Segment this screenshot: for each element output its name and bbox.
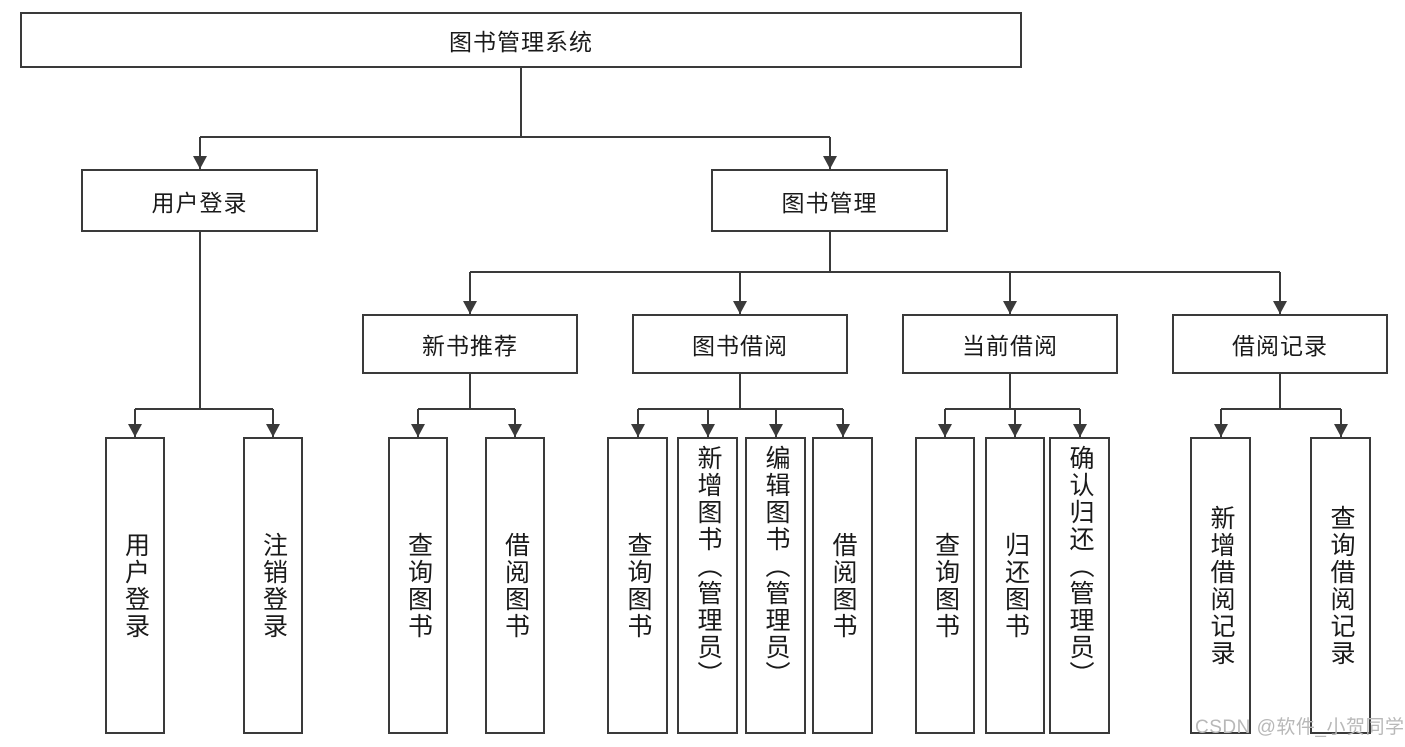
leaf-label: 用户登录	[121, 531, 150, 640]
leaf-label: 注销登录	[259, 531, 288, 640]
connector-group-2-to-leaf-0	[944, 409, 946, 437]
arrow-level2-to-level3-2	[1003, 301, 1017, 314]
leaf-label: 归还图书	[1001, 531, 1030, 640]
leaf-box[interactable]: 确认归还（管理员）	[1049, 437, 1110, 734]
connector-level2-to-level3-2	[1009, 272, 1011, 314]
connector-group-2-bus	[945, 408, 1080, 410]
arrow-group-2-to-leaf-0	[938, 424, 952, 437]
arrow-group-1-to-leaf-3	[835, 424, 850, 437]
leaf-box[interactable]: 查询图书	[607, 437, 668, 734]
leaf-label: 确认归还（管理员）	[1066, 445, 1094, 688]
root-label: 图书管理系统	[449, 29, 593, 55]
connector-group-1-to-leaf-0	[636, 409, 639, 437]
connector-group-2-to-leaf-2	[1078, 409, 1081, 437]
connector-group-3-bus	[1220, 408, 1341, 410]
arrow-group-3-to-leaf-1	[1333, 424, 1348, 437]
arrow-group-0-to-leaf-0	[411, 424, 425, 437]
level3-box[interactable]: 当前借阅	[902, 314, 1118, 374]
level2-box[interactable]: 用户登录	[81, 169, 318, 232]
arrow-level2-to-level3-3	[1273, 301, 1287, 314]
arrow-group-2-to-leaf-1	[1008, 424, 1022, 437]
connector-login-bus	[135, 408, 273, 410]
level2-box[interactable]: 图书管理	[711, 169, 948, 232]
connector-root-stem	[520, 68, 522, 137]
connector-root-to-level2-1	[828, 137, 831, 169]
connector-group-0-to-leaf-0	[417, 409, 419, 437]
leaf-box[interactable]: 编辑图书（管理员）	[745, 437, 806, 734]
leaf-label: 查询借阅记录	[1327, 504, 1355, 667]
leaf-box[interactable]: 查询借阅记录	[1310, 437, 1371, 734]
arrow-root-to-level2-1	[822, 156, 837, 169]
arrow-group-3-to-leaf-0	[1213, 424, 1228, 437]
level2-label: 图书管理	[781, 189, 878, 216]
connector-root-bus	[199, 136, 830, 138]
connector-group-3-to-leaf-0	[1219, 409, 1222, 437]
arrow-level2-to-level3-0	[463, 301, 477, 314]
connector-level2-bus	[470, 271, 1280, 273]
leaf-box[interactable]: 查询图书	[388, 437, 448, 734]
connector-group-3-stem	[1279, 374, 1281, 409]
arrow-group-1-to-leaf-2	[768, 424, 783, 437]
arrow-root-to-level2-0	[192, 156, 207, 169]
connector-level2-to-level3-3	[1279, 272, 1281, 314]
arrow-group-1-to-leaf-1	[700, 424, 715, 437]
connector-login-to-leaf-1	[272, 409, 274, 437]
leaf-label: 借阅图书	[501, 531, 530, 640]
connector-root-to-level2-0	[198, 137, 201, 169]
connector-group-2-stem	[1009, 374, 1011, 409]
leaf-label: 查询图书	[624, 531, 652, 640]
connector-group-0-to-leaf-1	[514, 409, 516, 437]
connector-group-0-stem	[469, 374, 471, 409]
connector-group-0-bus	[418, 408, 515, 410]
connector-group-1-stem	[739, 374, 741, 409]
leaf-label: 查询图书	[404, 531, 433, 640]
connector-group-1-to-leaf-3	[841, 409, 844, 437]
leaf-label: 新增图书（管理员）	[694, 445, 722, 688]
level3-label: 借阅记录	[1232, 333, 1328, 359]
connector-group-1-to-leaf-1	[706, 409, 709, 437]
connector-group-1-to-leaf-2	[774, 409, 777, 437]
level3-label: 图书借阅	[692, 333, 788, 359]
level3-box[interactable]: 新书推荐	[362, 314, 578, 374]
leaf-box[interactable]: 查询图书	[915, 437, 975, 734]
root-box[interactable]: 图书管理系统	[20, 12, 1022, 68]
arrow-group-1-to-leaf-0	[630, 424, 645, 437]
leaf-label: 查询图书	[931, 531, 960, 640]
leaf-box[interactable]: 归还图书	[985, 437, 1045, 734]
level3-box[interactable]: 借阅记录	[1172, 314, 1388, 374]
leaf-label: 借阅图书	[829, 531, 857, 640]
leaf-box[interactable]: 新增借阅记录	[1190, 437, 1251, 734]
level3-box[interactable]: 图书借阅	[632, 314, 848, 374]
connector-level2-to-level3-1	[739, 272, 741, 314]
connector-level2-to-level3-0	[469, 272, 471, 314]
arrow-group-2-to-leaf-2	[1072, 424, 1087, 437]
arrow-level2-to-level3-1	[733, 301, 747, 314]
arrow-login-to-leaf-1	[266, 424, 280, 437]
connector-level2-stem	[828, 232, 831, 272]
leaf-label: 编辑图书（管理员）	[762, 445, 790, 688]
arrow-login-to-leaf-0	[128, 424, 142, 437]
connector-group-3-to-leaf-1	[1339, 409, 1342, 437]
connector-group-2-to-leaf-1	[1014, 409, 1016, 437]
connector-login-stem	[198, 232, 201, 409]
leaf-label: 新增借阅记录	[1207, 504, 1235, 667]
leaf-box[interactable]: 注销登录	[243, 437, 303, 734]
leaf-box[interactable]: 借阅图书	[485, 437, 545, 734]
level3-label: 新书推荐	[422, 333, 518, 359]
leaf-box[interactable]: 新增图书（管理员）	[677, 437, 738, 734]
arrow-group-0-to-leaf-1	[508, 424, 522, 437]
leaf-box[interactable]: 用户登录	[105, 437, 165, 734]
connector-group-1-bus	[637, 408, 843, 410]
level3-label: 当前借阅	[962, 333, 1058, 359]
leaf-box[interactable]: 借阅图书	[812, 437, 873, 734]
level2-label: 用户登录	[151, 189, 248, 216]
connector-login-to-leaf-0	[134, 409, 136, 437]
